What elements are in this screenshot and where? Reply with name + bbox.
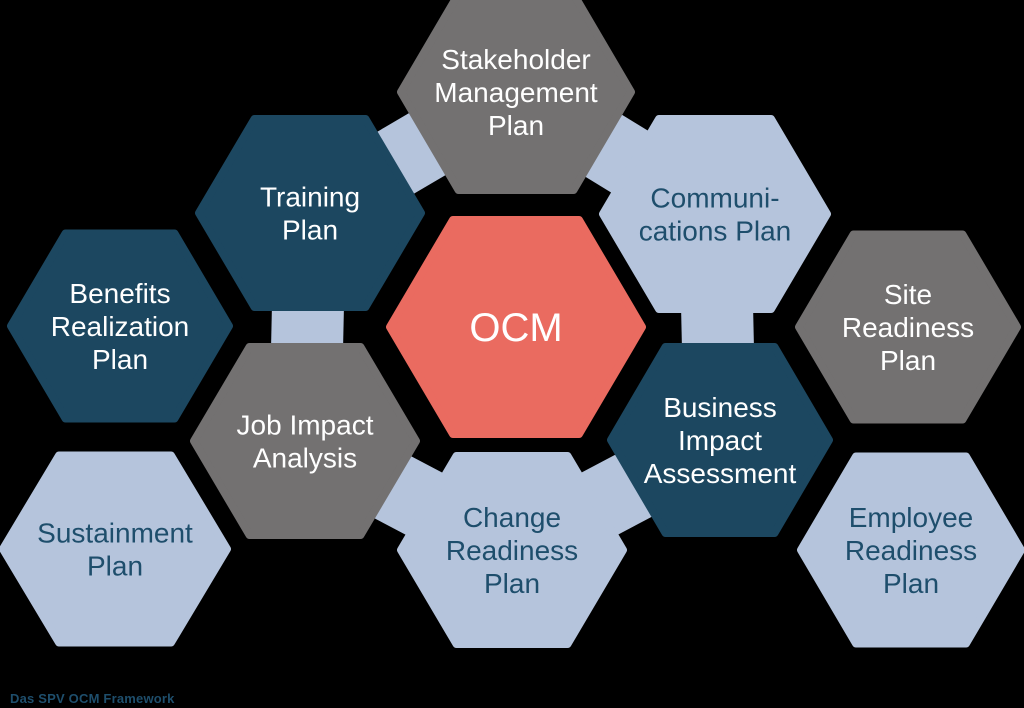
- ocm-shape: [386, 216, 646, 438]
- diagram-caption: Das SPV OCM Framework: [10, 691, 175, 706]
- hexagon-ocm: OCM: [386, 216, 646, 438]
- business-impact-assessment-shape: [607, 343, 833, 537]
- employee-readiness-plan-shape: [797, 452, 1024, 648]
- change-readiness-plan-shape: [397, 452, 627, 648]
- hexagon-communications-plan: Communi-cations Plan: [599, 115, 831, 313]
- ocm-label: OCM: [469, 306, 562, 350]
- communications-plan-label: Communi-cations Plan: [639, 182, 792, 246]
- training-plan-shape: [195, 115, 425, 311]
- sustainment-plan-shape: [0, 451, 231, 647]
- stakeholder-management-plan-shape: [397, 0, 635, 194]
- communications-plan-shape: [599, 115, 831, 313]
- site-readiness-plan-shape: [795, 230, 1021, 424]
- benefits-realization-plan-shape: [7, 229, 233, 423]
- job-impact-analysis-shape: [190, 343, 420, 539]
